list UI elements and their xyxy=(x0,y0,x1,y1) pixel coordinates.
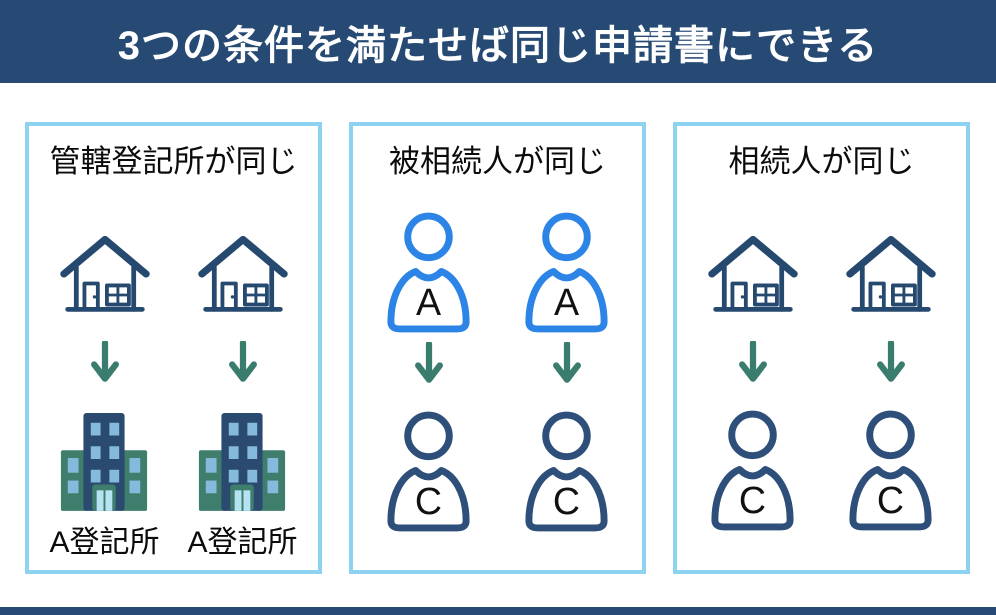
person-letter: C xyxy=(415,480,442,522)
person-letter: A xyxy=(554,281,579,323)
registry-office-label: A登記所 xyxy=(187,526,298,559)
registry-office: A登記所 xyxy=(49,407,160,561)
person-icon: C xyxy=(387,411,470,532)
house-icon xyxy=(59,235,150,312)
person-icon: A xyxy=(387,212,470,333)
houses-row xyxy=(684,229,960,317)
person-letter: C xyxy=(553,480,580,522)
registry-office-building-icon xyxy=(199,412,286,511)
panel-heading: 被相続人が同じ xyxy=(389,144,606,179)
down-arrow-icon xyxy=(414,342,443,383)
bottom-bar xyxy=(0,607,996,615)
person-letter: C xyxy=(877,479,904,521)
offices-row: A登記所 xyxy=(36,407,312,561)
registry-office: A登記所 xyxy=(187,407,298,561)
panel-same-heir: 相続人が同じ xyxy=(673,122,970,574)
arrows-row xyxy=(36,341,312,383)
houses-row xyxy=(36,229,312,317)
registry-office-building-icon xyxy=(61,412,148,511)
panels-container: 管轄登記所が同じ xyxy=(25,122,970,574)
arrows-row xyxy=(684,341,960,383)
down-arrow-icon xyxy=(552,342,581,383)
heirs-row: C C xyxy=(360,410,636,533)
house-icon xyxy=(707,235,798,312)
panel-same-registry-office: 管轄登記所が同じ xyxy=(25,122,322,574)
panel-same-decedent: 被相続人が同じ A A xyxy=(349,122,646,574)
decedents-row: A A xyxy=(360,211,636,334)
panel-heading: 管轄登記所が同じ xyxy=(49,144,298,179)
person-icon: C xyxy=(525,411,608,532)
person-letter: A xyxy=(416,281,441,323)
page-title: 3つの条件を満たせば同じ申請書にできる xyxy=(117,23,879,68)
down-arrow-icon xyxy=(738,341,767,382)
heirs-row: C C xyxy=(684,409,960,532)
title-bar: 3つの条件を満たせば同じ申請書にできる xyxy=(0,0,996,83)
person-letter: C xyxy=(739,479,766,521)
house-icon xyxy=(845,235,936,312)
arrows-row xyxy=(360,342,636,384)
person-icon: A xyxy=(525,212,608,333)
down-arrow-icon xyxy=(228,341,257,382)
panel-heading: 相続人が同じ xyxy=(728,144,915,179)
person-icon: C xyxy=(849,410,932,531)
person-icon: C xyxy=(711,410,794,531)
registry-office-label: A登記所 xyxy=(49,526,160,559)
down-arrow-icon xyxy=(90,341,119,382)
house-icon xyxy=(197,235,288,312)
down-arrow-icon xyxy=(876,341,905,382)
